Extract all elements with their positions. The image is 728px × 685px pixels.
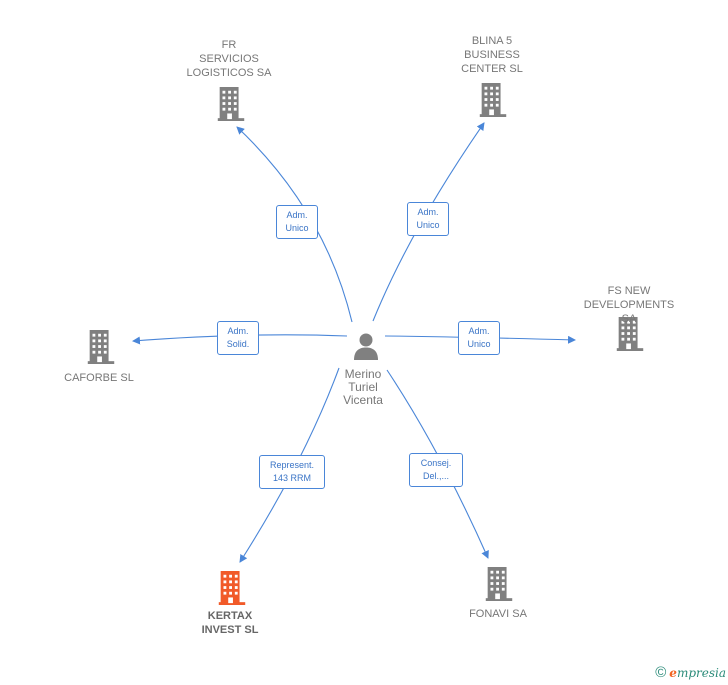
relation-label-fsnew[interactable]: Adm. Unico: [458, 321, 500, 355]
company-label-blina[interactable]: BLINA 5 BUSINESS CENTER SL: [461, 35, 523, 75]
company-label-fr[interactable]: FR SERVICIOS LOGISTICOS SA: [186, 39, 272, 79]
company-label-fonavi[interactable]: FONAVI SA: [469, 608, 527, 620]
relation-label-kertax[interactable]: Represent. 143 RRM: [259, 455, 325, 489]
company-label-fsnew[interactable]: FS NEW DEVELOPMENTS SA: [583, 285, 675, 325]
copyright-symbol: ©: [655, 664, 667, 681]
building-icon-kertax[interactable]: [218, 571, 246, 605]
building-icon-fr[interactable]: [217, 87, 245, 121]
relation-label-blina[interactable]: Adm. Unico: [407, 202, 449, 236]
footer-brand: © empresia: [655, 664, 726, 681]
relation-label-caforbe[interactable]: Adm. Solid.: [217, 321, 259, 355]
person-icon[interactable]: [354, 333, 378, 361]
building-icon-blina[interactable]: [479, 83, 507, 117]
building-icon-fonavi[interactable]: [485, 567, 513, 601]
empresia-logo: empresia: [669, 665, 726, 680]
relation-label-fr[interactable]: Adm. Unico: [276, 205, 318, 239]
building-icon-caforbe[interactable]: [87, 330, 115, 364]
company-label-kertax[interactable]: KERTAX INVEST SL: [201, 610, 259, 636]
person-name-label: Merino Turiel Vicenta: [343, 367, 383, 407]
company-label-caforbe[interactable]: CAFORBE SL: [64, 372, 134, 384]
relation-label-fonavi[interactable]: Consej. Del.,...: [409, 453, 463, 487]
